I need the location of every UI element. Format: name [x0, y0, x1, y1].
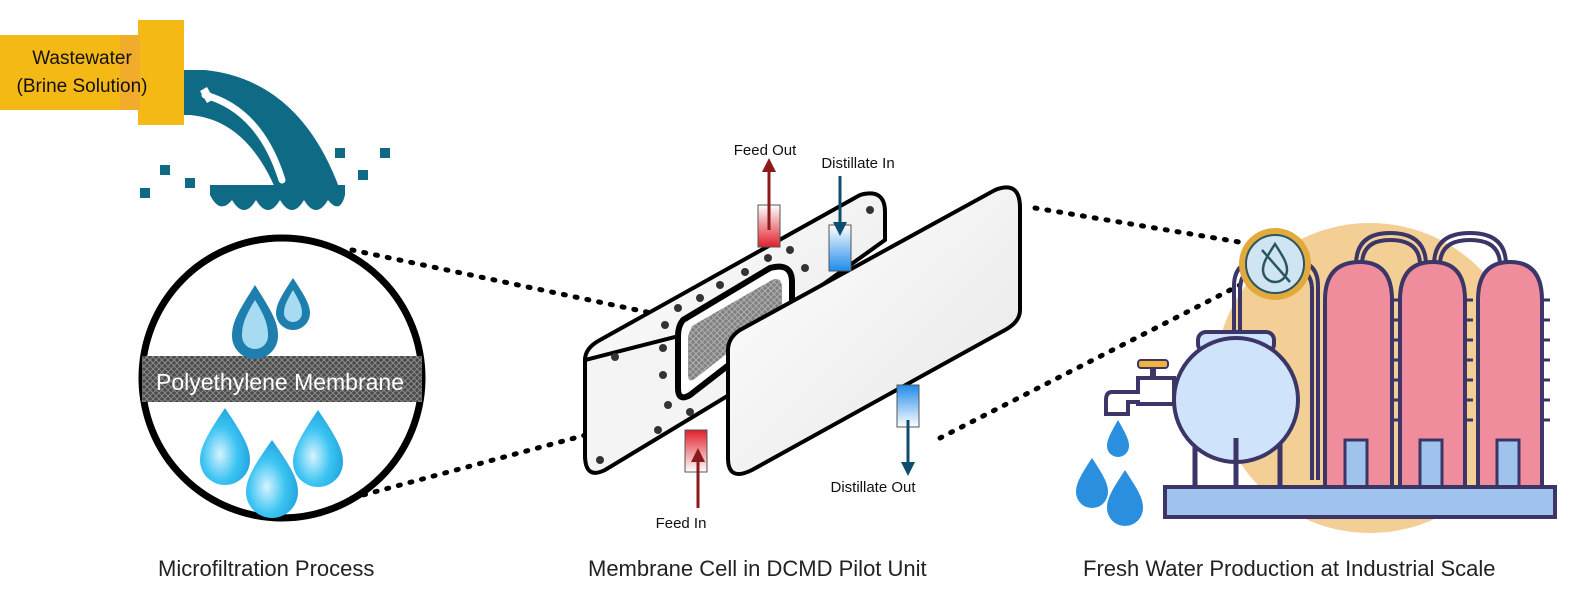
membrane-cell: Feed Out Distillate In Feed In Distillat… [583, 142, 1022, 532]
membrane-zoom-circle: Polyethylene Membrane [138, 234, 426, 522]
feed-out-label: Feed Out [734, 142, 797, 159]
distillate-plate [726, 185, 1022, 476]
feed-in-arrow [691, 448, 705, 508]
distillation-tower [1398, 259, 1473, 492]
distillate-out-arrow [901, 420, 915, 476]
droplet-icon [293, 410, 343, 487]
distillation-tower [1323, 259, 1400, 492]
water-quality-badge-icon [1239, 228, 1311, 300]
droplet-icon [1076, 458, 1108, 508]
caption-microfiltration: Microfiltration Process [158, 556, 375, 581]
caption-membrane-cell: Membrane Cell in DCMD Pilot Unit [588, 556, 927, 581]
feed-in-port [684, 429, 708, 473]
industrial-plant [1076, 223, 1557, 533]
droplet-icon [246, 440, 298, 518]
feed-out-arrow [762, 158, 776, 230]
distillate-in-label: Distillate In [821, 155, 894, 172]
wastewater-pipe [178, 70, 345, 210]
storage-tank [1172, 330, 1300, 490]
faucet-icon [1104, 359, 1176, 416]
plant-base [1163, 485, 1557, 519]
caption-fresh-water: Fresh Water Production at Industrial Sca… [1083, 556, 1496, 581]
wastewater-label-line1: Wastewater [32, 48, 132, 69]
feed-in-label: Feed In [656, 515, 707, 532]
polyethylene-membrane [142, 356, 422, 402]
wastewater-label: Wastewater (Brine Solution) [0, 20, 184, 125]
membrane-label: Polyethylene Membrane [156, 369, 404, 395]
wastewater-label-line2: (Brine Solution) [17, 76, 148, 97]
distillate-out-label: Distillate Out [830, 479, 916, 496]
droplet-icon [1107, 470, 1143, 526]
distillation-tower [1476, 259, 1550, 492]
water-splash-dots [140, 148, 390, 198]
distillate-in-arrow [833, 176, 847, 236]
droplet-icon [1107, 420, 1129, 457]
droplet-icon [200, 408, 250, 485]
